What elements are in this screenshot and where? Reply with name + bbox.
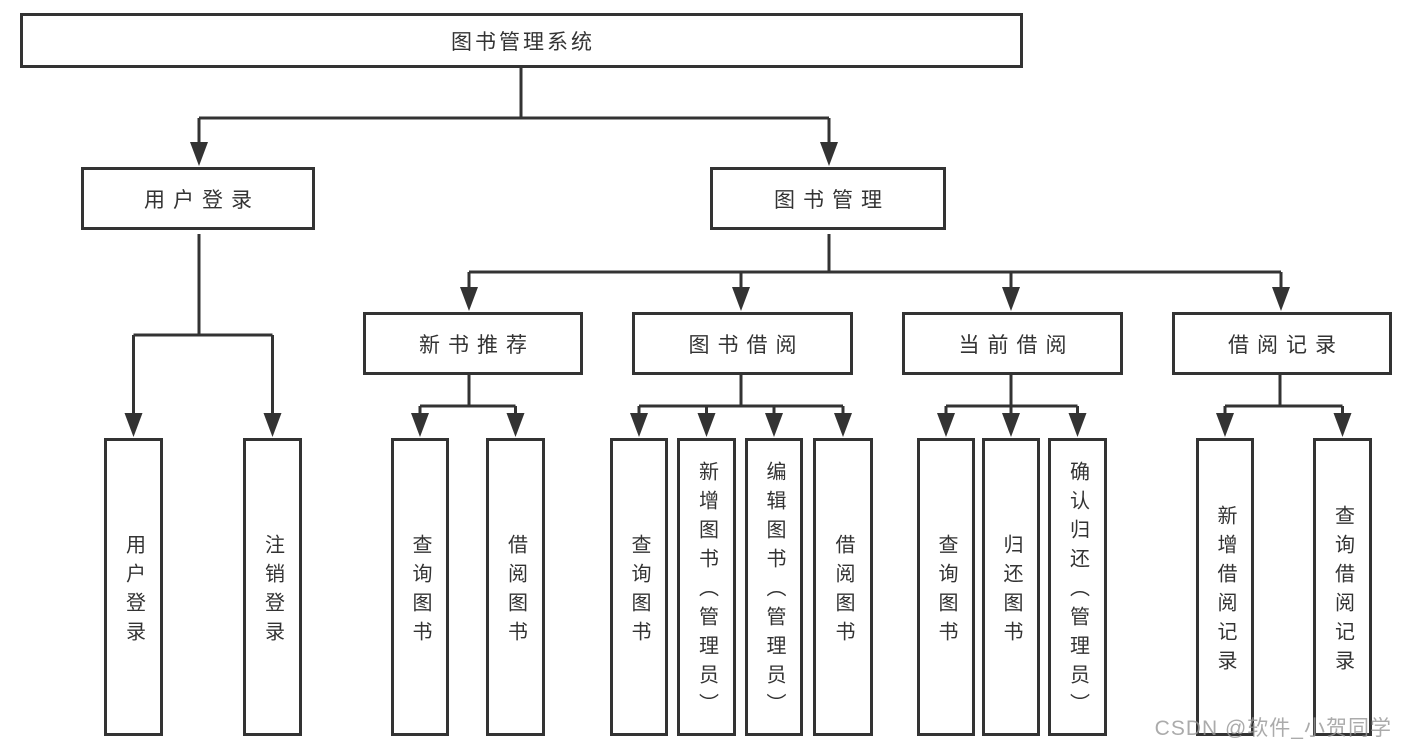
leaf-records-query-record: 查询借阅记录 (1313, 438, 1372, 736)
watermark: CSDN @软件_小贺同学 (1154, 717, 1392, 740)
node-borrow-records: 借阅记录 (1172, 312, 1392, 375)
leaf-current-query-book-label: 查询图书 (935, 533, 957, 650)
leaf-logout-label: 注销登录 (261, 533, 284, 650)
node-book-management-label: 图书管理 (774, 188, 890, 212)
leaf-records-query-record-label: 查询借阅记录 (1331, 504, 1354, 679)
leaf-current-return-book-label: 归还图书 (1000, 533, 1022, 650)
leaf-borrow-borrow-book-label: 借阅图书 (832, 533, 854, 650)
node-current-borrow-label: 当前借阅 (958, 333, 1075, 357)
node-book-borrow: 图书借阅 (632, 312, 853, 375)
leaf-current-confirm-return-admin-label: 确认归还（管理员） (1066, 461, 1089, 722)
node-new-book-recommend: 新书推荐 (363, 312, 583, 375)
leaf-borrow-borrow-book: 借阅图书 (813, 438, 873, 736)
node-new-book-recommend-label: 新书推荐 (419, 333, 535, 357)
node-root-label: 图书管理系统 (451, 30, 595, 54)
leaf-borrow-add-book-admin: 新增图书（管理员） (677, 438, 736, 736)
leaf-borrow-edit-book-admin: 编辑图书（管理员） (745, 438, 803, 736)
leaf-recommend-query-book: 查询图书 (391, 438, 449, 736)
leaf-user-login-label: 用户登录 (122, 533, 145, 650)
node-borrow-records-label: 借阅记录 (1228, 333, 1344, 357)
leaf-logout: 注销登录 (243, 438, 302, 736)
leaf-current-query-book: 查询图书 (917, 438, 975, 736)
leaf-recommend-borrow-book-label: 借阅图书 (504, 533, 527, 650)
leaf-borrow-query-book: 查询图书 (610, 438, 668, 736)
leaf-borrow-add-book-admin-label: 新增图书（管理员） (695, 461, 718, 722)
node-user-login-label: 用户登录 (144, 188, 260, 212)
leaf-current-return-book: 归还图书 (982, 438, 1040, 736)
node-book-borrow-label: 图书借阅 (688, 333, 805, 357)
node-book-management: 图书管理 (710, 167, 946, 230)
leaf-recommend-query-book-label: 查询图书 (409, 533, 431, 650)
leaf-recommend-borrow-book: 借阅图书 (486, 438, 545, 736)
leaf-current-confirm-return-admin: 确认归还（管理员） (1048, 438, 1107, 736)
node-current-borrow: 当前借阅 (902, 312, 1123, 375)
leaf-borrow-edit-book-admin-label: 编辑图书（管理员） (763, 461, 785, 722)
node-user-login: 用户登录 (81, 167, 315, 230)
leaf-records-add-record: 新增借阅记录 (1196, 438, 1254, 736)
leaf-records-add-record-label: 新增借阅记录 (1214, 504, 1236, 679)
leaf-borrow-query-book-label: 查询图书 (628, 533, 650, 650)
node-root-system: 图书管理系统 (20, 13, 1023, 68)
leaf-user-login: 用户登录 (104, 438, 163, 736)
